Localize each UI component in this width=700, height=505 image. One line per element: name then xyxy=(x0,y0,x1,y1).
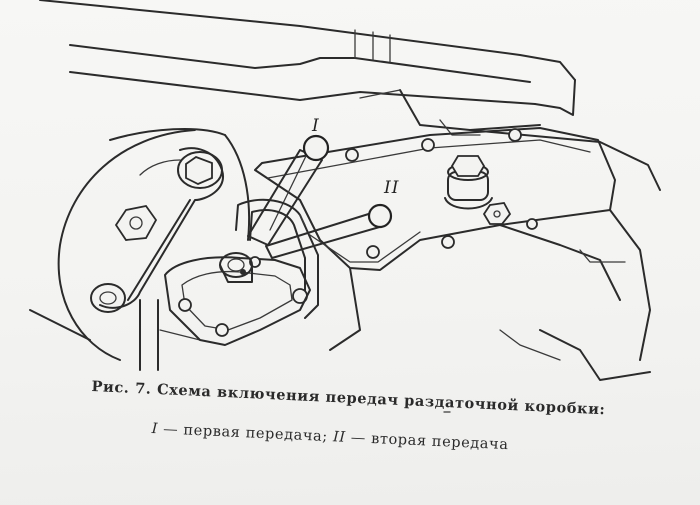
caption-legend: I — первая передача; II — вторая передач… xyxy=(151,421,509,453)
gear-lever-one-knob xyxy=(302,134,330,162)
gearshift-diagram-drawing xyxy=(29,0,661,413)
frame-rail-upper xyxy=(69,44,531,83)
gearshift-diagram: I II xyxy=(29,0,661,413)
gear-label-one: I xyxy=(312,116,320,136)
gear-label-two: II xyxy=(384,178,400,198)
caption-numeral-one: I xyxy=(151,421,159,438)
gear-lever-one xyxy=(247,149,323,246)
caption-numeral-two: II xyxy=(332,429,347,446)
gear-lever-two-knob xyxy=(367,203,393,229)
shift-gate xyxy=(235,198,319,319)
caption-text-one: — первая передача; xyxy=(157,421,334,446)
drum-housing xyxy=(57,129,196,361)
link-rod xyxy=(99,147,224,309)
caption-text-two: — вторая передача xyxy=(345,429,509,454)
lever-base-plate xyxy=(164,256,311,346)
frame-rail-top xyxy=(39,0,576,81)
frame-rail-lower xyxy=(69,71,536,105)
